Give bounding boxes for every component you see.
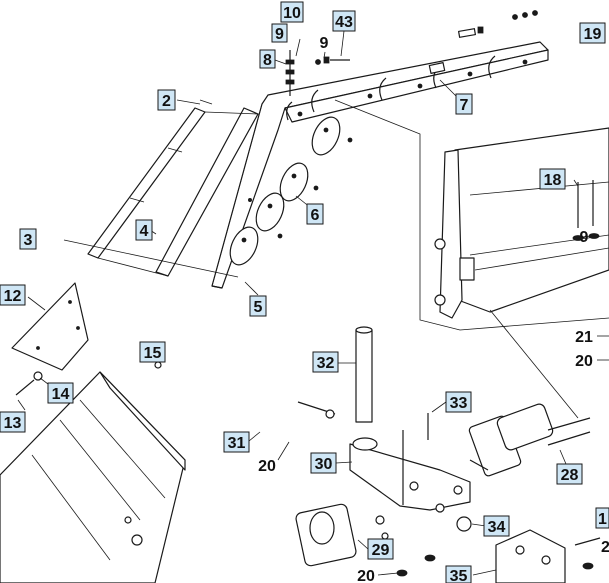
callout-2-lower: 2 [601, 539, 609, 556]
callout-4: 4 [135, 219, 153, 241]
callout-5: 5 [249, 295, 267, 317]
callout-14: 14 [47, 382, 74, 404]
svg-text:33: 33 [450, 395, 468, 412]
top-hardware [285, 10, 538, 96]
svg-text:6: 6 [311, 207, 320, 224]
callout-43: 43 [332, 10, 356, 32]
actuator [468, 309, 591, 477]
cutting-edge-strip [87, 99, 259, 277]
callout-7: 7 [455, 93, 473, 115]
svg-text:13: 13 [4, 415, 22, 432]
lift-pin [355, 326, 373, 423]
callout-1: 1 [595, 507, 609, 529]
callout-31: 31 [223, 431, 250, 453]
svg-text:3: 3 [24, 232, 33, 249]
svg-text:7: 7 [460, 97, 469, 114]
upper-frame-assembly [211, 41, 549, 289]
svg-text:4: 4 [140, 223, 149, 240]
svg-text:8: 8 [263, 52, 272, 69]
callout-20-mid: 20 [258, 458, 276, 475]
callout-2: 2 [157, 89, 176, 111]
svg-text:2: 2 [601, 539, 609, 556]
callout-35: 35 [445, 565, 472, 583]
mount-bracket [297, 401, 471, 513]
left-blade [0, 371, 186, 583]
callout-20-lower: 20 [357, 568, 375, 583]
side-plate [11, 282, 162, 396]
svg-text:20: 20 [575, 353, 593, 370]
callout-15: 15 [139, 341, 166, 363]
leader-lines [17, 30, 609, 576]
svg-text:31: 31 [228, 435, 246, 452]
svg-text:12: 12 [4, 288, 22, 305]
callout-29: 29 [367, 538, 394, 560]
motor [295, 503, 389, 567]
callout-10: 10 [280, 1, 304, 23]
svg-text:18: 18 [544, 172, 562, 189]
callout-9-plain: 9 [320, 35, 329, 52]
svg-text:9: 9 [320, 35, 329, 52]
svg-text:9: 9 [580, 229, 589, 246]
svg-text:28: 28 [561, 467, 579, 484]
callout-19: 19 [579, 22, 606, 44]
callout-6: 6 [306, 203, 324, 225]
callout-8: 8 [259, 49, 276, 69]
callout-32: 32 [312, 351, 339, 373]
svg-text:2: 2 [162, 93, 171, 110]
svg-text:10: 10 [283, 5, 301, 22]
svg-text:21: 21 [575, 329, 593, 346]
callout-3: 3 [19, 228, 37, 250]
svg-text:43: 43 [335, 14, 353, 31]
svg-text:32: 32 [317, 355, 335, 372]
callout-33: 33 [445, 391, 472, 413]
callout-12: 12 [0, 284, 26, 306]
lower-bracket [396, 516, 601, 583]
svg-text:19: 19 [584, 26, 602, 43]
svg-text:20: 20 [258, 458, 276, 475]
callout-18: 18 [539, 168, 566, 190]
callout-34: 34 [483, 515, 510, 537]
callout-9-right: 9 [580, 229, 589, 246]
svg-text:29: 29 [372, 542, 390, 559]
svg-text:9: 9 [275, 26, 284, 43]
svg-text:1: 1 [598, 511, 607, 528]
callout-28: 28 [556, 463, 583, 485]
svg-text:14: 14 [52, 386, 70, 403]
callout-21: 21 [575, 329, 593, 346]
svg-text:30: 30 [315, 456, 333, 473]
svg-text:35: 35 [450, 568, 468, 583]
callout-20-right: 20 [575, 353, 593, 370]
callout-13: 13 [0, 411, 26, 433]
callout-30: 30 [310, 452, 337, 474]
svg-text:20: 20 [357, 568, 375, 583]
right-blade [334, 99, 609, 331]
svg-text:5: 5 [254, 299, 263, 316]
callout-9: 9 [271, 23, 288, 43]
svg-text:15: 15 [144, 345, 162, 362]
svg-text:34: 34 [488, 519, 506, 536]
